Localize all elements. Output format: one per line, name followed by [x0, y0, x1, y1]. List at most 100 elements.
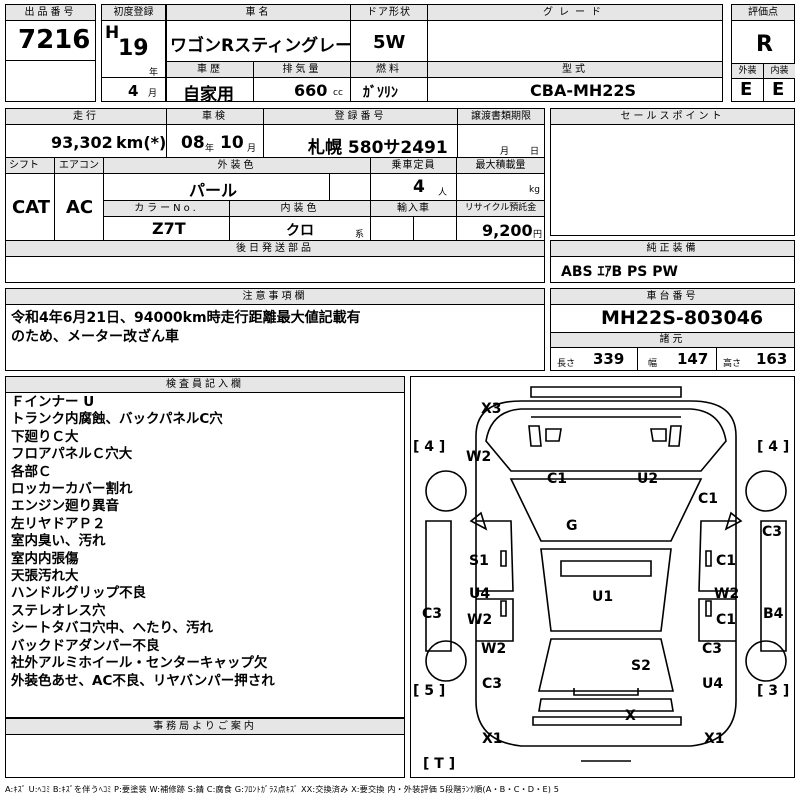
sales-point-cell: セールスポイント — [550, 108, 795, 236]
mark-label: B4 — [763, 606, 784, 622]
import-cell: 輸入車 — [370, 200, 457, 241]
inspector-note-line: 天張汚れ大 — [11, 568, 79, 585]
sales-point-label: セールスポイント — [551, 109, 794, 125]
shift-cell: シフト CAT — [5, 157, 55, 241]
chassis-number: MH22S-803046 — [601, 307, 764, 329]
genuine-equipment-cell: 純正装備 ABS ｴｱB PS PW — [550, 240, 795, 283]
color-no-value: Z7T — [152, 219, 186, 238]
mark-label: U4 — [702, 676, 724, 692]
displacement-cell: 排気量 660 cc — [253, 61, 351, 102]
mileage-unit: km(*) — [116, 133, 167, 152]
inspector-note-line: トランク内腐蝕、バックパネルC穴 — [11, 411, 223, 428]
mark-label: C3 — [762, 524, 783, 540]
history-label: 車歴 — [167, 62, 253, 78]
mark-label: W2 — [467, 612, 493, 628]
history-value: 自家用 — [183, 85, 234, 105]
chassis-cell: 車台番号 MH22S-803046 諸元 長さ 339 幅 147 高さ 163 — [550, 288, 795, 371]
mark-label: X3 — [481, 401, 502, 417]
inspector-note-line: バックドアダンパー不良 — [11, 637, 160, 654]
overall-score: R — [756, 32, 773, 57]
mileage-label: 走行 — [6, 109, 166, 125]
first-reg-month: 4 — [128, 82, 139, 100]
grade-label: グレード — [428, 5, 722, 21]
color-no-label: カラーNo. — [104, 201, 229, 217]
lot-number-cell: 出品番号 7216 — [5, 4, 96, 102]
car-outline-diagram — [425, 386, 787, 762]
int-color-unit: 系 — [355, 230, 365, 240]
later-parts-cell: 後日発送部品 — [5, 240, 545, 283]
later-parts-label: 後日発送部品 — [6, 241, 544, 257]
first-reg-year-unit: 年 — [149, 68, 159, 78]
mark-label: C3 — [422, 606, 443, 622]
chassis-label: 車台番号 — [551, 289, 794, 305]
aircon-value: AC — [66, 197, 94, 218]
first-reg-era: H — [105, 23, 120, 43]
inspection-cell: 車検 08 年 10 月 — [166, 108, 264, 158]
displacement-unit: cc — [333, 88, 343, 98]
inspection-year-unit: 年 — [205, 144, 215, 154]
mark-label: U1 — [592, 589, 614, 605]
int-color-cell: 内装色 クロ 系 — [229, 200, 371, 241]
mark-label: C3 — [702, 641, 723, 657]
capacity-unit: 人 — [438, 188, 448, 198]
inspector-note-line: 社外アルミホイール・センターキャップ欠 — [11, 655, 268, 672]
inspector-note-line: エンジン廻り異音 — [11, 498, 119, 515]
genuine-equipment-label: 純正装備 — [551, 241, 794, 257]
length-label: 長さ — [557, 359, 576, 369]
interior-score: E — [772, 79, 785, 100]
caution-label: 注意事項欄 — [6, 289, 544, 305]
max-load-unit: kg — [529, 185, 540, 195]
registration-value: 札幌 580サ2491 — [308, 138, 448, 158]
capacity-cell: 乗車定員 4 人 — [370, 157, 457, 201]
car-name-label: 車名 — [167, 5, 350, 21]
transfer-doc-day-unit: 日 — [530, 147, 540, 157]
ext-color-cell: 外装色 パール — [103, 157, 371, 201]
lot-number-label: 出品番号 — [6, 5, 95, 21]
transfer-doc-month-unit: 月 — [500, 147, 510, 157]
recycle-unit: 円 — [533, 230, 543, 240]
inspection-label: 車検 — [167, 109, 263, 125]
max-load-cell: 最大積載量 kg — [456, 157, 545, 201]
model-code: CBA-MH22S — [530, 81, 637, 100]
mark-label: X — [625, 708, 636, 724]
mark-label: U2 — [637, 471, 659, 487]
first-registration-cell: 初度登録 H 19 年 4 月 — [101, 4, 166, 102]
exterior-score: E — [740, 79, 753, 100]
model-code-cell: 型式 CBA-MH22S — [427, 61, 723, 102]
inspector-note-line: 各部Ｃ — [11, 463, 52, 480]
import-label: 輸入車 — [371, 201, 456, 217]
mark-label: X1 — [704, 731, 725, 747]
displacement-label: 排気量 — [254, 62, 350, 78]
mark-label: C1 — [547, 471, 568, 487]
transfer-doc-cell: 譲渡書類期限 月 日 — [457, 108, 545, 158]
first-reg-year: 19 — [118, 36, 149, 61]
length-value: 339 — [593, 350, 625, 368]
aircon-cell: エアコン AC — [54, 157, 104, 241]
mark-label: C3 — [482, 676, 503, 692]
inspector-note-line: Ｆインナー U — [11, 394, 95, 410]
tire-rear-right: [ 3 ] — [757, 683, 790, 699]
ext-color-value: パール — [189, 181, 238, 200]
car-name-cell: 車名 ワゴンRスティングレー — [166, 4, 352, 62]
caution-line: 令和4年6月21日、94000km時走行距離最大値記載有 — [11, 310, 361, 326]
fuel-value: ｶﾞｿﾘﾝ — [363, 85, 398, 101]
score-label: 評価点 — [732, 5, 794, 21]
width-label: 幅 — [648, 359, 658, 369]
capacity-label: 乗車定員 — [371, 158, 456, 174]
mark-label: W2 — [714, 586, 740, 602]
fuel-cell: 燃料 ｶﾞｿﾘﾝ — [350, 61, 428, 102]
specs-label: 諸元 — [551, 333, 794, 348]
ext-color-label: 外装色 — [104, 158, 370, 174]
inspector-note-line: 左リヤドアＰ２ — [11, 515, 106, 532]
mark-label: X1 — [482, 731, 503, 747]
int-color-label: 内装色 — [230, 201, 370, 217]
genuine-equipment-value: ABS ｴｱB PS PW — [561, 264, 678, 280]
max-load-label: 最大積載量 — [457, 158, 544, 174]
caution-line: のため、メーター改ざん車 — [11, 329, 179, 345]
width-value: 147 — [677, 350, 709, 368]
mark-label: S1 — [469, 553, 489, 569]
registration-cell: 登録番号 札幌 580サ2491 — [263, 108, 458, 158]
aircon-label: エアコン — [55, 158, 103, 174]
legend: A:ｷｽﾞ U:ﾍｺﾐ B:ｷｽﾞを伴うﾍｺﾐ P:要塗装 W:補修跡 S:錆 … — [5, 784, 560, 794]
